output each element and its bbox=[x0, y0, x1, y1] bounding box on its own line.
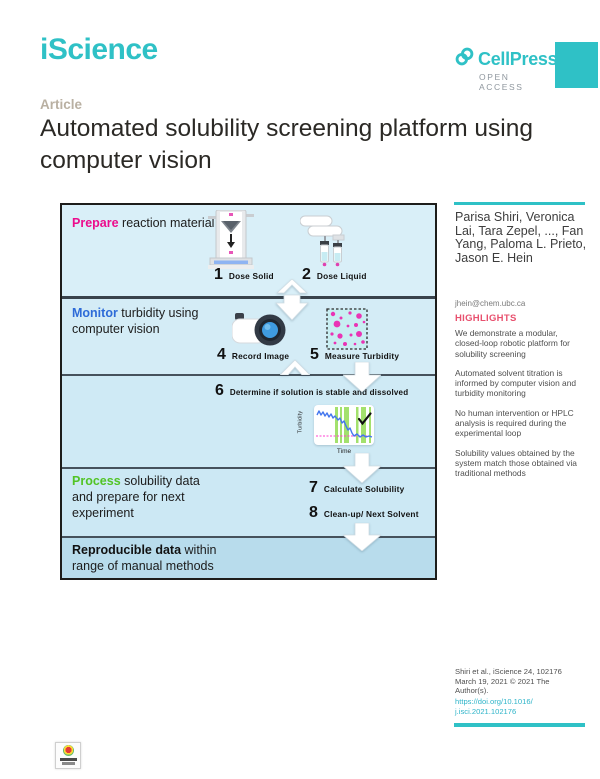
process-heading: Process solubility data and prepare for … bbox=[72, 474, 200, 520]
highlight-item: Automated solvent titration is informed … bbox=[455, 367, 577, 399]
cover-accent-block bbox=[555, 42, 598, 88]
updates-badge-text-line bbox=[61, 762, 75, 765]
section-outcome-band bbox=[62, 536, 435, 578]
updates-badge-icon bbox=[62, 745, 74, 756]
check-for-updates-badge[interactable] bbox=[55, 742, 81, 769]
step-measure-turbidity: 5 Measure Turbidity bbox=[310, 346, 400, 363]
down-arrow-icon bbox=[341, 452, 383, 488]
section-process-band bbox=[62, 467, 435, 536]
prepare-heading: Prepare reaction material bbox=[72, 216, 215, 230]
highlights-list: We demonstrate a modular, closed-loop ro… bbox=[455, 328, 584, 488]
doi-link[interactable]: https://doi.org/10.1016/ j.isci.2021.102… bbox=[455, 697, 533, 716]
open-access-label: OPEN ACCESS bbox=[479, 72, 524, 92]
section-divider bbox=[62, 467, 435, 469]
chart-x-axis-label: Time bbox=[336, 448, 352, 455]
graphical-abstract: Prepare reaction material bbox=[60, 203, 437, 580]
step-dose-liquid: 2 Dose Liquid bbox=[302, 266, 367, 283]
step-cleanup-next-solvent: 8 Clean-up/ Next Solvent bbox=[309, 504, 419, 521]
article-type-label: Article bbox=[40, 97, 83, 112]
process-accent: Process bbox=[72, 474, 121, 488]
turbidity-chart: Turbidity Time bbox=[297, 405, 384, 459]
highlight-item: No human intervention or HPLC analysis i… bbox=[455, 407, 574, 439]
highlight-item: Solubility values obtained by the system… bbox=[455, 447, 577, 479]
publisher-name: CellPress bbox=[478, 48, 558, 69]
step-calculate-solubility: 7 Calculate Solubility bbox=[309, 479, 405, 496]
section-divider bbox=[62, 374, 435, 376]
monitor-accent: Monitor bbox=[72, 306, 118, 320]
chart-plot-area bbox=[314, 405, 374, 445]
updates-badge-text-line bbox=[59, 758, 77, 761]
sidebar-bottom-rule bbox=[454, 723, 585, 727]
prepare-accent: Prepare bbox=[72, 216, 119, 230]
step-determine: 6 Determine if solution is stable and di… bbox=[215, 382, 409, 399]
section-divider bbox=[62, 536, 435, 538]
highlights-title: HIGHLIGHTS bbox=[455, 313, 517, 324]
loop-up-arrow-icon bbox=[279, 357, 311, 380]
camera-icon bbox=[231, 311, 287, 353]
sidebar-top-rule bbox=[454, 202, 585, 205]
liquid-doser-robot-icon bbox=[299, 214, 346, 273]
publisher-logo[interactable]: CellPress OPEN ACCESS bbox=[455, 47, 558, 92]
journal-logo: iScience bbox=[40, 33, 158, 66]
chart-y-axis-label: Turbidity bbox=[297, 410, 304, 434]
section-divider bbox=[62, 296, 435, 299]
monitor-heading: Monitor turbidity using computer vision bbox=[72, 306, 199, 336]
correspondence-email[interactable]: jhein@chem.ubc.ca bbox=[455, 299, 526, 308]
highlight-item: We demonstrate a modular, closed-loop ro… bbox=[455, 328, 570, 359]
article-title: Automated solubility screening platform … bbox=[40, 115, 533, 174]
turbidity-image-icon bbox=[326, 308, 368, 355]
citation: Shiri et al., iScience 24, 102176 March … bbox=[455, 667, 562, 696]
step-record-image: 4 Record Image bbox=[217, 346, 290, 363]
loop-double-arrow-icon bbox=[275, 278, 309, 326]
outcome-text: Reproducible data within range of manual… bbox=[72, 543, 217, 573]
solid-doser-icon bbox=[208, 209, 254, 275]
down-arrow-icon bbox=[341, 361, 383, 397]
cellpress-link-icon bbox=[455, 47, 474, 71]
down-arrow-icon bbox=[341, 522, 383, 556]
step-dose-solid: 1 Dose Solid bbox=[214, 266, 274, 283]
outcome-bold: Reproducible data bbox=[72, 543, 182, 557]
authors: Parisa Shiri, Veronica Lai, Tara Zepel, … bbox=[455, 210, 587, 265]
section-prepare-band bbox=[62, 205, 435, 296]
